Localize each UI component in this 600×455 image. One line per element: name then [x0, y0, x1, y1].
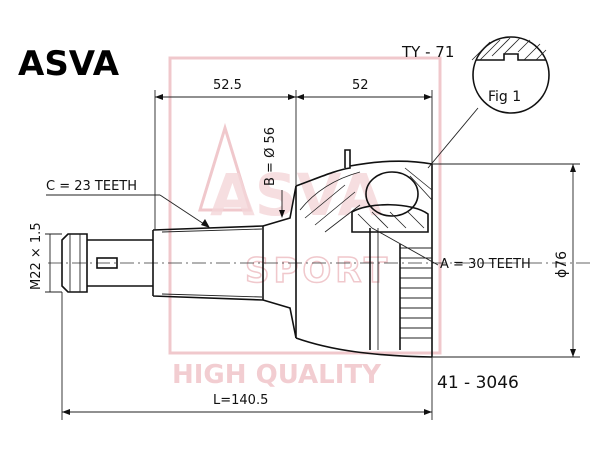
cv-joint-outline	[61, 149, 433, 358]
teeth-a-label: A = 30 TEETH	[440, 257, 531, 272]
ball	[365, 171, 419, 217]
part-number: 41 - 3046	[437, 373, 519, 393]
brand-logo: ASVA	[18, 44, 120, 84]
fig-1-circle	[472, 36, 550, 114]
cotter-hole	[96, 257, 118, 269]
teeth-c-label: C = 23 TEETH	[46, 179, 137, 194]
watermark-sport-text: SPORT	[245, 251, 391, 291]
teeth-c-leader	[159, 194, 211, 229]
model-code: TY - 71	[401, 43, 454, 61]
dim-left-label: 52.5	[213, 78, 242, 93]
fig-1-detail: Fig 1	[427, 36, 550, 169]
teeth-a-leader	[371, 227, 439, 266]
dim-right-label: 52	[352, 78, 369, 93]
spline-shaft	[152, 225, 264, 301]
thread-label: M22 × 1.5	[29, 222, 44, 290]
fig-1-leader	[427, 107, 479, 169]
fig-1-label: Fig 1	[488, 89, 521, 105]
dimensions: 52.5 52 B = Ø 56 M22 × 1.5 C = 23 TEETH …	[29, 78, 580, 420]
thread-end	[61, 233, 88, 293]
watermark-tagline: HIGH QUALITY	[172, 360, 382, 390]
cage	[351, 203, 429, 233]
diameter-outer-label: ϕ76	[554, 251, 570, 278]
abs-ring	[369, 228, 432, 350]
diameter-b-label: B = Ø 56	[263, 127, 278, 186]
total-length-label: L=140.5	[213, 393, 268, 408]
watermark-frame	[168, 56, 442, 355]
watermark-logo-shape	[197, 122, 253, 212]
bell-housing	[295, 149, 433, 358]
cutaway-section	[299, 167, 433, 233]
